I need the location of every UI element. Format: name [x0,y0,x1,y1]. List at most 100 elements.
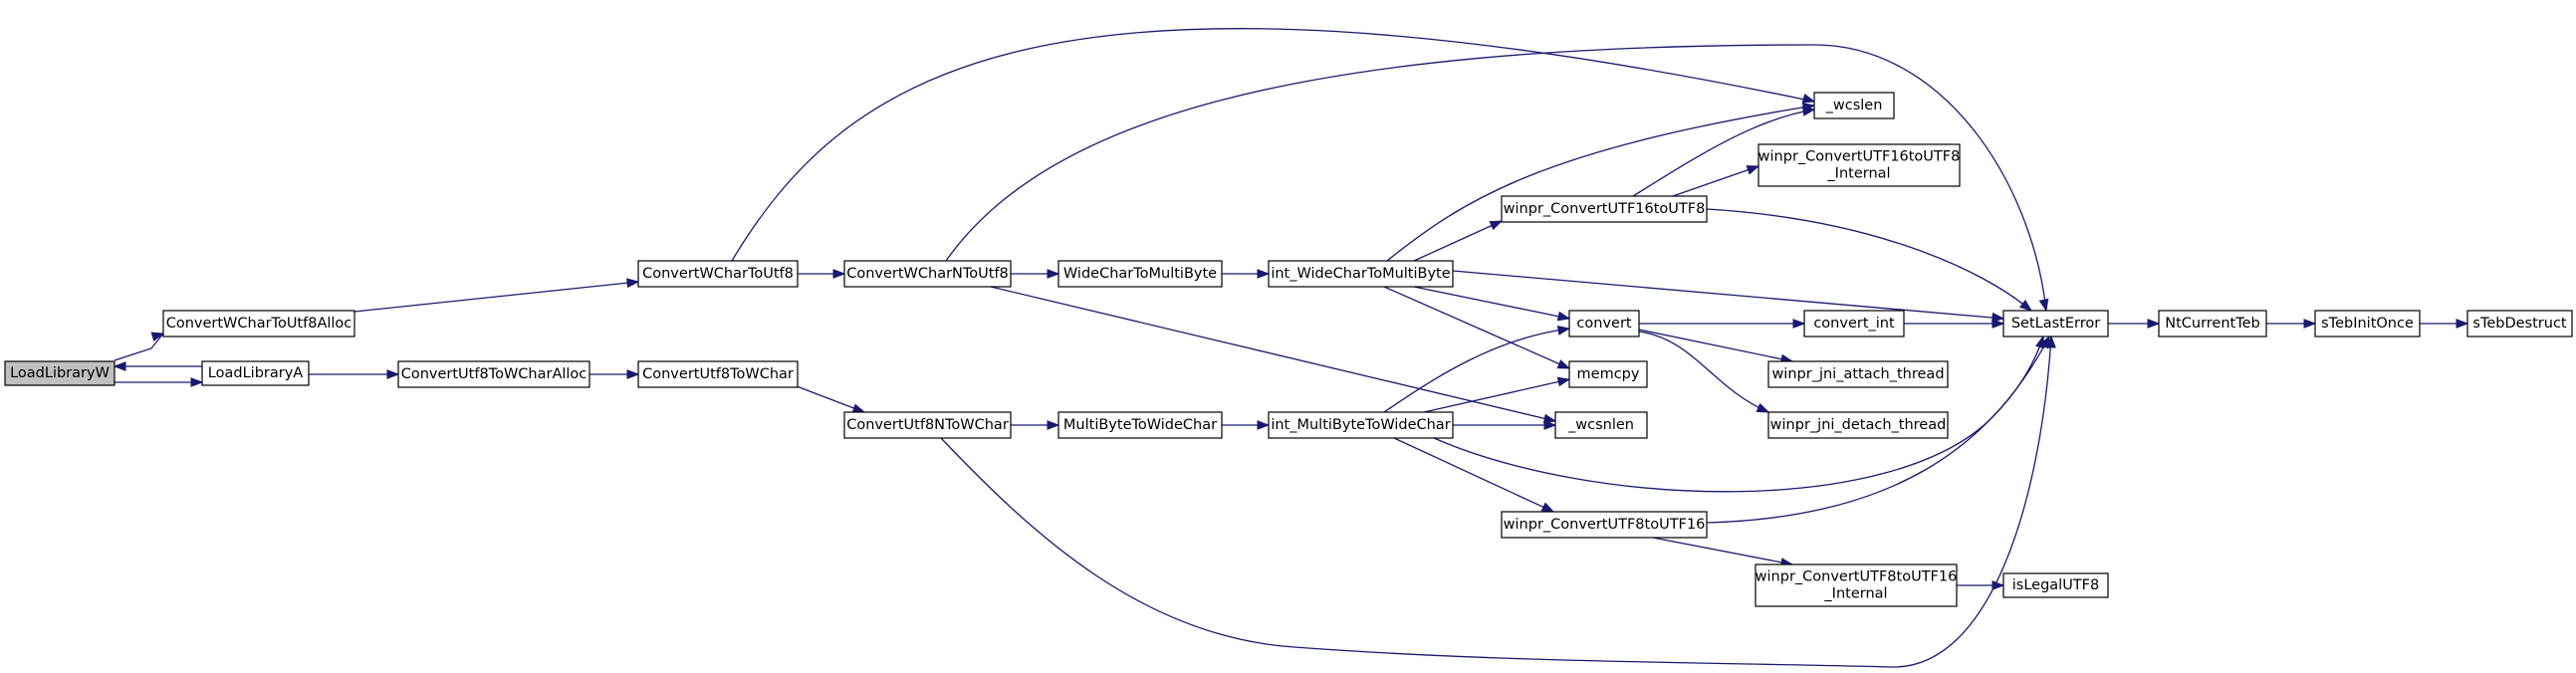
node-box[interactable] [637,260,799,288]
node-setlasterror[interactable]: SetLastError [2002,310,2109,337]
node-ntcurrentteb[interactable]: NtCurrentTeb [2158,310,2267,337]
node-label: ConvertWCharToUtf8Alloc [166,316,352,332]
edge-convertwchartoutf8-to-wcslen [731,28,1816,262]
node-box[interactable] [162,310,355,337]
edge-convert-int-to-setlasterror [1904,319,2005,329]
node-box[interactable] [1813,92,1895,119]
edge-multibytetowidechar-to-int-multibytetowidechar [1222,420,1271,430]
node-label: ConvertWCharNToUtf8 [846,266,1009,282]
node-convertutf8towchar[interactable]: ConvertUtf8ToWChar [637,360,799,388]
node-box[interactable] [2466,310,2573,337]
edge-line [1652,537,1793,565]
node-multibytetowidechar[interactable]: MultiByteToWideChar [1057,411,1223,439]
node-label: winpr_jni_detach_thread [1770,417,1947,433]
node-label: convert [1576,316,1631,332]
node-loadlibraryw[interactable]: LoadLibraryW [4,360,116,386]
edge-loadlibraryw-to-convertwchartoutf8alloc [114,332,165,361]
node-convertwchartoutf8[interactable]: ConvertWCharToUtf8 [637,260,799,288]
node-convertwchartoutf8alloc[interactable]: ConvertWCharToUtf8Alloc [162,310,355,337]
edge-convertutf8ntowchar-to-multibytetowidechar [1011,420,1060,430]
node-box[interactable] [397,360,590,388]
arrowhead-icon [1556,359,1571,369]
node-islegalutf8[interactable]: isLegalUTF8 [2002,572,2109,598]
node-winpr-jni-attach-thread[interactable]: winpr_jni_attach_thread [1767,360,1949,388]
node-box[interactable] [843,260,1012,288]
node-box[interactable] [1803,310,1905,337]
node-loadlibrarya[interactable]: LoadLibraryA [201,360,310,386]
arrowhead-icon [832,269,846,279]
arrowhead-icon [2456,319,2469,329]
arrowhead-icon [1047,269,1060,279]
node-box[interactable] [1767,360,1949,388]
node-convertwcharntoutf8[interactable]: ConvertWCharNToUtf8 [843,260,1012,288]
node-widechartomultibyte[interactable]: WideCharToMultiByte [1057,260,1223,288]
node-winpr-convertutf16toutf8[interactable]: winpr_ConvertUTF16toUTF8 [1501,195,1708,223]
arrowhead-icon [1543,420,1557,430]
node-label: WideCharToMultiByte [1063,266,1217,282]
node-box[interactable] [2002,572,2109,598]
edge-widechartomultibyte-to-int-widechartomultibyte [1222,269,1271,279]
node-box[interactable] [1757,143,1961,187]
node-label: winpr_ConvertUTF16toUTF8 [1504,201,1706,217]
arrowhead-icon [626,369,640,379]
edge-line [1393,437,1554,513]
arrowhead-icon [2147,319,2161,329]
arrowhead-icon [1556,311,1571,322]
arrowhead-icon [851,403,866,413]
edge-winpr-convertutf8toutf16-to-setlasterror [1706,335,2050,524]
node-box[interactable] [1554,411,1648,439]
node-int-widechartomultibyte[interactable]: int_WideCharToMultiByte [1268,260,1454,288]
node-label: _Internal [1826,166,1890,182]
node-winpr-convertutf8toutf16[interactable]: winpr_ConvertUTF8toUTF16 [1501,511,1708,539]
node-winpr-convertutf8toutf16-internal[interactable]: winpr_ConvertUTF8toUTF16_Internal [1755,563,1958,607]
node-label: winpr_ConvertUTF8toUTF16 [1756,569,1958,585]
edge-line [1638,329,1793,362]
node-box[interactable] [2314,310,2421,337]
node-box[interactable] [1501,511,1708,539]
node-winpr-jni-detach-thread[interactable]: winpr_jni_detach_thread [1767,411,1949,439]
node-box[interactable] [2158,310,2267,337]
node-label: ConvertUtf8ToWChar [642,366,794,382]
node-stebdestruct[interactable]: sTebDestruct [2466,310,2573,337]
node-box[interactable] [4,360,116,386]
edges-layer [113,28,2469,668]
node-wcsnlen[interactable]: _wcsnlen [1554,411,1648,439]
node-box[interactable] [2002,310,2109,337]
node-box[interactable] [1755,563,1958,607]
arrowhead-icon [1257,420,1271,430]
arrowhead-icon [1556,376,1571,387]
node-box[interactable] [1268,411,1454,439]
arrowhead-icon [2038,298,2049,313]
arrowhead-icon [1489,220,1504,231]
edge-line [1386,105,1815,262]
node-winpr-convertutf16toutf8-internal[interactable]: winpr_ConvertUTF16toUTF8_Internal [1757,143,1961,187]
node-box[interactable] [1568,310,1640,337]
node-int-multibytetowidechar[interactable]: int_MultiByteToWideChar [1268,411,1454,439]
node-box[interactable] [843,411,1012,439]
node-convertutf8towcharalloc[interactable]: ConvertUtf8ToWCharAlloc [397,360,590,388]
node-box[interactable] [1268,260,1454,288]
node-box[interactable] [1767,411,1949,439]
node-box[interactable] [201,360,310,386]
node-box[interactable] [1057,411,1223,439]
node-stebinitonce[interactable]: sTebInitOnce [2314,310,2421,337]
node-box[interactable] [637,360,799,388]
node-label: winpr_ConvertUTF8toUTF16 [1504,517,1706,533]
node-convert[interactable]: convert [1568,310,1640,337]
node-wcslen[interactable]: _wcslen [1813,92,1895,119]
edge-line [940,336,2052,668]
node-box[interactable] [1057,260,1223,288]
node-box[interactable] [1568,360,1648,388]
node-convertutf8ntowchar[interactable]: ConvertUtf8NToWChar [843,411,1012,439]
node-convert-int[interactable]: convert_int [1803,310,1905,337]
node-label: sTebInitOnce [2321,316,2414,332]
node-box[interactable] [1501,195,1708,223]
node-memcpy[interactable]: memcpy [1568,360,1648,388]
arrowhead-icon [1991,580,2005,590]
node-label: ConvertUtf8NToWChar [846,417,1009,433]
arrowhead-icon [2303,319,2317,329]
node-label: SetLastError [2011,316,2100,332]
edge-convert-to-convert-int [1639,319,1806,329]
edge-convertwcharntoutf8-to-setlasterror [945,44,2049,313]
